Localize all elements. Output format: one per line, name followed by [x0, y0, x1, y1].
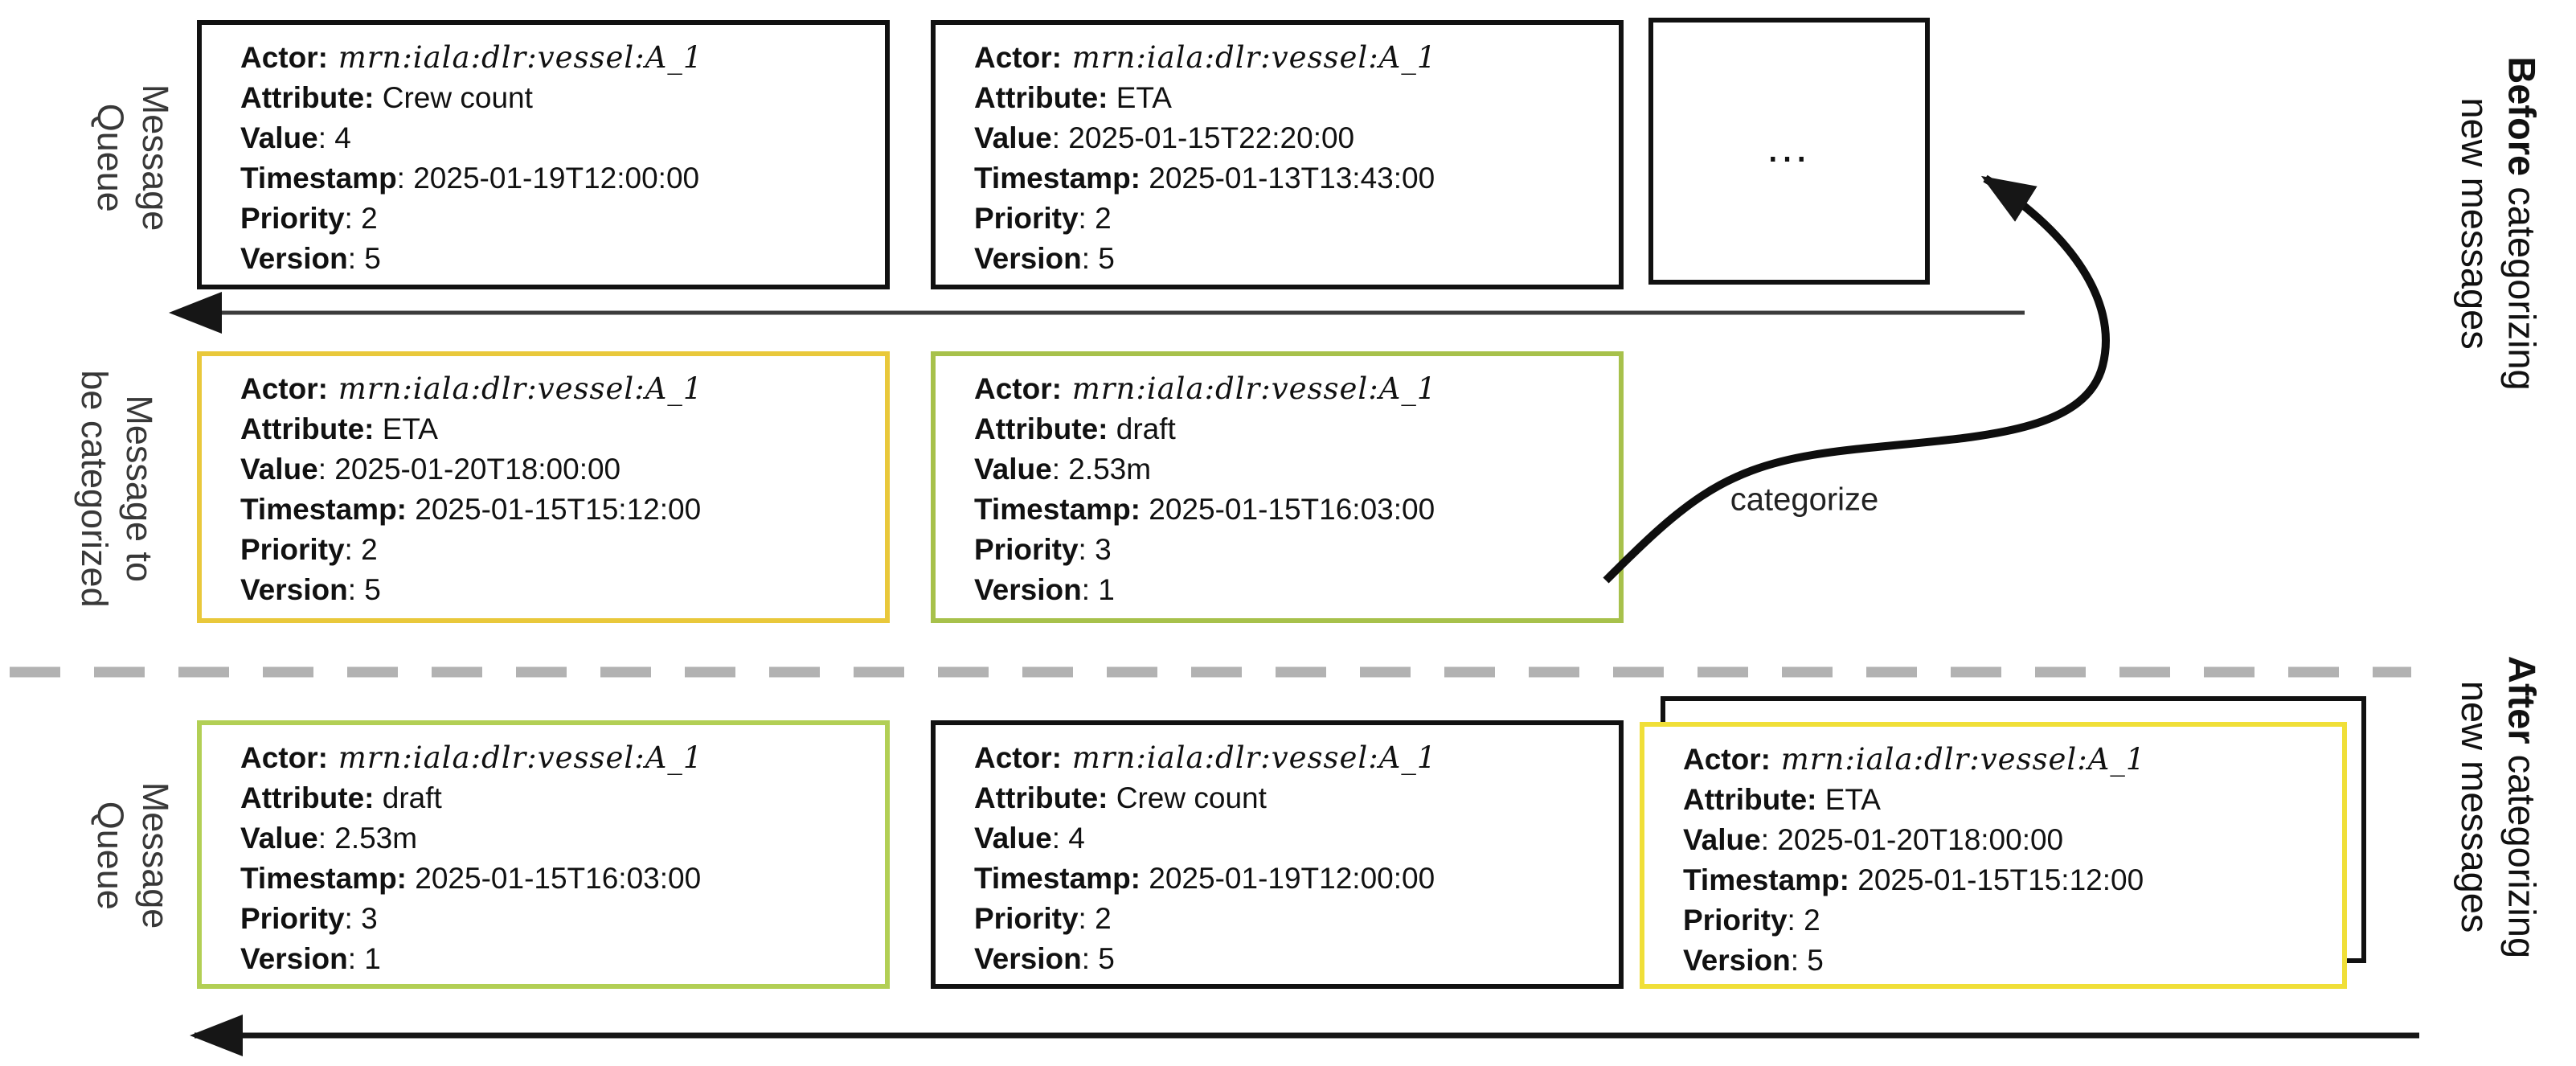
- field-attribute: Attribute: draft: [974, 412, 1176, 445]
- field-actor: Actor: mrn:iala:dlr:vessel:A_1: [240, 40, 703, 75]
- field-value: Value: 2.53m: [974, 453, 1152, 486]
- field-timestamp: Timestamp: 2025-01-13T13:43:00: [974, 162, 1435, 195]
- field-value: Value: 2025-01-20T18:00:00: [1683, 823, 2064, 856]
- label-message-to-be-categorized: Message to be categorized: [72, 370, 162, 607]
- field-version: Version: 1: [974, 573, 1115, 606]
- field-priority: Priority: 2: [1683, 904, 1820, 937]
- field-actor: Actor: mrn:iala:dlr:vessel:A_1: [974, 740, 1437, 775]
- field-attribute: Attribute: draft: [240, 781, 442, 814]
- field-attribute: Attribute: ETA: [974, 81, 1172, 114]
- before-rest: categorizing: [2500, 176, 2544, 391]
- field-value: Value: 4: [240, 121, 351, 154]
- field-timestamp: Timestamp: 2025-01-19T12:00:00: [974, 862, 1435, 895]
- label-line: Message: [134, 84, 176, 232]
- label-line: be categorized: [74, 370, 115, 608]
- label-line: new messages: [2454, 97, 2496, 350]
- before-bold: Before: [2500, 56, 2544, 177]
- field-priority: Priority: 2: [974, 902, 1112, 935]
- after-bold: After: [2500, 655, 2544, 744]
- field-priority: Priority: 3: [240, 902, 378, 935]
- label-line: Queue: [90, 801, 131, 910]
- field-value: Value: 2025-01-20T18:00:00: [240, 453, 621, 486]
- label-line: Message: [134, 781, 176, 929]
- field-priority: Priority: 3: [974, 533, 1112, 566]
- card-staged-yellow: Actor: mrn:iala:dlr:vessel:A_1 Attribute…: [197, 351, 890, 623]
- label-line: new messages: [2454, 681, 2496, 933]
- label-after-categorizing: After categorizing new messages: [2451, 656, 2545, 958]
- label-line: Message to: [118, 395, 160, 583]
- field-timestamp: Timestamp: 2025-01-15T15:12:00: [240, 493, 702, 526]
- field-version: Version: 5: [1683, 944, 1824, 977]
- field-value: Value: 4: [974, 822, 1085, 855]
- field-attribute: Attribute: ETA: [240, 412, 438, 445]
- field-actor: Actor: mrn:iala:dlr:vessel:A_1: [1683, 742, 2146, 777]
- card-staged-green: Actor: mrn:iala:dlr:vessel:A_1 Attribute…: [931, 351, 1624, 623]
- ellipsis-text: …: [1764, 120, 1814, 171]
- field-actor: Actor: mrn:iala:dlr:vessel:A_1: [974, 40, 1437, 75]
- card-queue-before-more: …: [1648, 18, 1930, 285]
- field-version: Version: 5: [240, 573, 381, 606]
- field-attribute: Attribute: Crew count: [240, 81, 533, 114]
- field-attribute: Attribute: ETA: [1683, 783, 1881, 816]
- field-version: Version: 5: [240, 242, 381, 275]
- field-priority: Priority: 2: [974, 202, 1112, 235]
- field-timestamp: Timestamp: 2025-01-15T16:03:00: [240, 862, 702, 895]
- label-line: Queue: [90, 103, 131, 212]
- field-timestamp: Timestamp: 2025-01-15T15:12:00: [1683, 863, 2144, 896]
- after-rest: categorizing: [2500, 744, 2544, 959]
- field-timestamp: Timestamp: 2025-01-15T16:03:00: [974, 493, 1435, 526]
- field-version: Version: 5: [974, 242, 1115, 275]
- field-actor: Actor: mrn:iala:dlr:vessel:A_1: [974, 371, 1437, 406]
- categorize-label: categorize: [1730, 482, 1879, 518]
- field-value: Value: 2.53m: [240, 822, 418, 855]
- card-queue-after-black: Actor: mrn:iala:dlr:vessel:A_1 Attribute…: [931, 720, 1624, 989]
- card-queue-after-green: Actor: mrn:iala:dlr:vessel:A_1 Attribute…: [197, 720, 890, 989]
- field-priority: Priority: 2: [240, 202, 378, 235]
- label-message-queue-top: Message Queue: [88, 84, 178, 232]
- field-priority: Priority: 2: [240, 533, 378, 566]
- label-line: Before categorizing: [2498, 56, 2545, 390]
- field-version: Version: 5: [974, 942, 1115, 975]
- card-queue-before-2: Actor: mrn:iala:dlr:vessel:A_1 Attribute…: [931, 20, 1624, 289]
- field-actor: Actor: mrn:iala:dlr:vessel:A_1: [240, 740, 703, 775]
- label-message-queue-bottom: Message Queue: [88, 782, 178, 929]
- label-line: After categorizing: [2498, 656, 2545, 958]
- card-queue-before-1: Actor: mrn:iala:dlr:vessel:A_1 Attribute…: [197, 20, 890, 289]
- field-attribute: Attribute: Crew count: [974, 781, 1267, 814]
- label-before-categorizing: Before categorizing new messages: [2451, 56, 2545, 390]
- field-timestamp: Timestamp: 2025-01-19T12:00:00: [240, 162, 700, 195]
- field-value: Value: 2025-01-15T22:20:00: [974, 121, 1355, 154]
- field-version: Version: 1: [240, 942, 381, 975]
- card-queue-after-yellow: Actor: mrn:iala:dlr:vessel:A_1 Attribute…: [1640, 722, 2347, 989]
- field-actor: Actor: mrn:iala:dlr:vessel:A_1: [240, 371, 703, 406]
